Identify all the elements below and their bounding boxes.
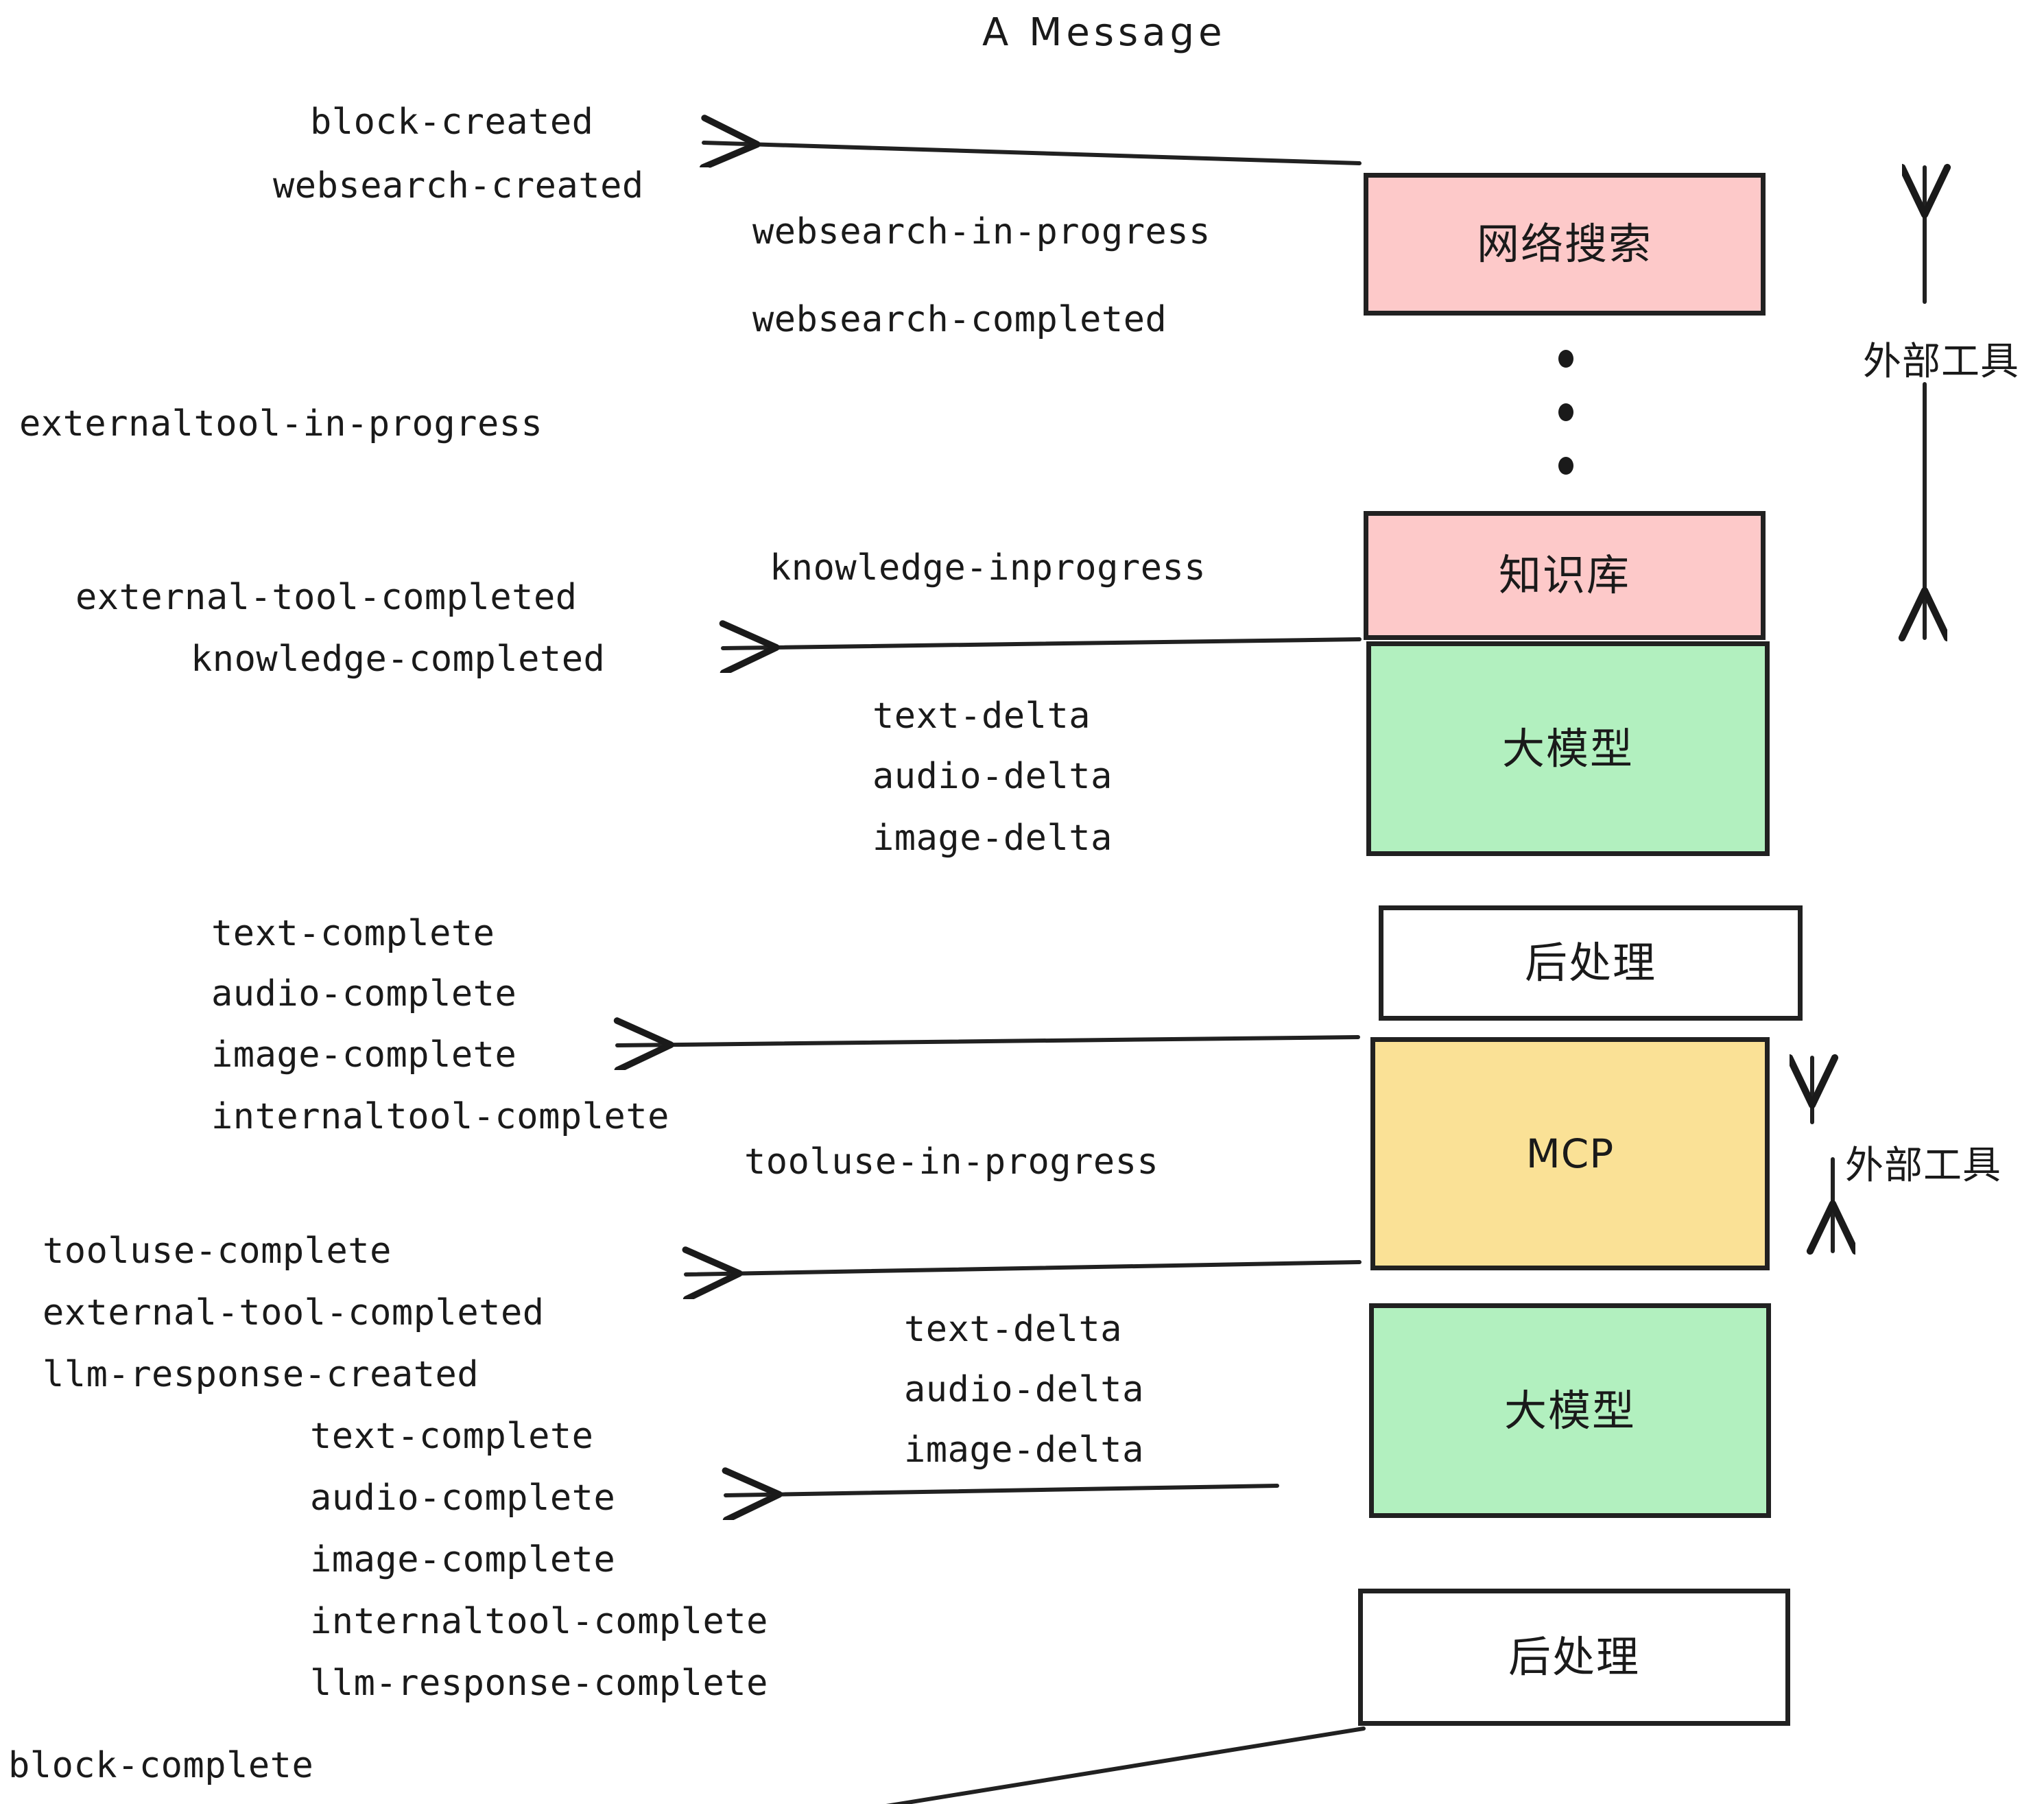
process-box-label: 知识库 (1498, 550, 1630, 600)
event-label-tooluse-complete: tooluse-complete (43, 1231, 392, 1272)
arrow-audio-complete (726, 1486, 1279, 1495)
event-label-block-created: block-created (310, 102, 594, 143)
process-box-label: MCP (1525, 1130, 1615, 1177)
vertical-ellipsis-dot-icon (1558, 403, 1573, 421)
event-label-image-delta-1: image-delta (872, 818, 1113, 859)
side-annotation-external-tools-bottom: 外部工具 (1845, 1143, 2001, 1188)
event-label-llm-response-complete: llm-response-complete (310, 1663, 768, 1704)
event-label-external-tool-completed-2: external-tool-completed (43, 1292, 545, 1333)
event-label-llm-response-created: llm-response-created (43, 1354, 479, 1395)
process-box-postprocess-1[interactable]: 后处理 (1379, 905, 1803, 1021)
event-label-knowledge-inprogress: knowledge-inprogress (770, 547, 1207, 589)
event-label-text-complete-1: text-complete (211, 913, 495, 954)
event-label-internaltool-complete-2: internaltool-complete (310, 1601, 768, 1642)
process-box-label: 后处理 (1508, 1632, 1640, 1682)
side-annotation-external-tools-top: 外部工具 (1863, 340, 2019, 384)
event-label-websearch-completed: websearch-completed (752, 299, 1167, 340)
arrow-block-complete (886, 1726, 1366, 1804)
event-label-text-delta-2: text-delta (904, 1309, 1123, 1350)
event-label-websearch-in-progress: websearch-in-progress (752, 211, 1211, 252)
vertical-ellipsis-dot-icon (1558, 350, 1573, 368)
event-label-image-delta-2: image-delta (904, 1429, 1144, 1471)
process-box-knowledge[interactable]: 知识库 (1364, 511, 1766, 640)
process-box-label: 大模型 (1504, 1385, 1636, 1436)
event-label-audio-delta-2: audio-delta (904, 1369, 1144, 1410)
process-box-websearch[interactable]: 网络搜索 (1364, 173, 1766, 316)
process-box-label: 网络搜索 (1476, 219, 1652, 269)
event-label-external-tool-completed: external-tool-completed (75, 577, 578, 618)
process-box-llm-2[interactable]: 大模型 (1369, 1303, 1771, 1518)
process-box-label: 后处理 (1524, 938, 1656, 988)
event-label-tooluse-in-progress: tooluse-in-progress (744, 1141, 1159, 1183)
event-label-image-complete-1: image-complete (211, 1034, 517, 1076)
event-label-image-complete-2: image-complete (310, 1539, 616, 1580)
process-box-label: 大模型 (1501, 723, 1634, 774)
process-box-llm-1[interactable]: 大模型 (1366, 641, 1770, 856)
process-box-postprocess-2[interactable]: 后处理 (1358, 1589, 1790, 1726)
page-title: A Message (982, 10, 1226, 55)
event-label-internaltool-complete-1: internaltool-complete (211, 1096, 669, 1137)
arrow-tooluse-complete (686, 1262, 1362, 1274)
event-label-audio-complete-1: audio-complete (211, 973, 517, 1014)
event-label-externaltool-in-progress: externaltool-in-progress (19, 403, 543, 444)
arrow-knowledge-completed (723, 639, 1362, 648)
event-label-text-delta-1: text-delta (872, 696, 1091, 737)
arrow-image-complete (617, 1037, 1360, 1045)
arrow-block-created (704, 143, 1362, 163)
event-label-audio-delta-1: audio-delta (872, 756, 1113, 797)
process-box-mcp[interactable]: MCP (1370, 1037, 1770, 1270)
event-label-text-complete-2: text-complete (310, 1416, 594, 1457)
event-label-audio-complete-2: audio-complete (310, 1477, 616, 1519)
event-label-websearch-created: websearch-created (273, 165, 644, 206)
event-label-knowledge-completed: knowledge-completed (191, 639, 606, 680)
event-label-block-complete: block-complete (8, 1745, 314, 1786)
vertical-ellipsis-dot-icon (1558, 457, 1573, 475)
